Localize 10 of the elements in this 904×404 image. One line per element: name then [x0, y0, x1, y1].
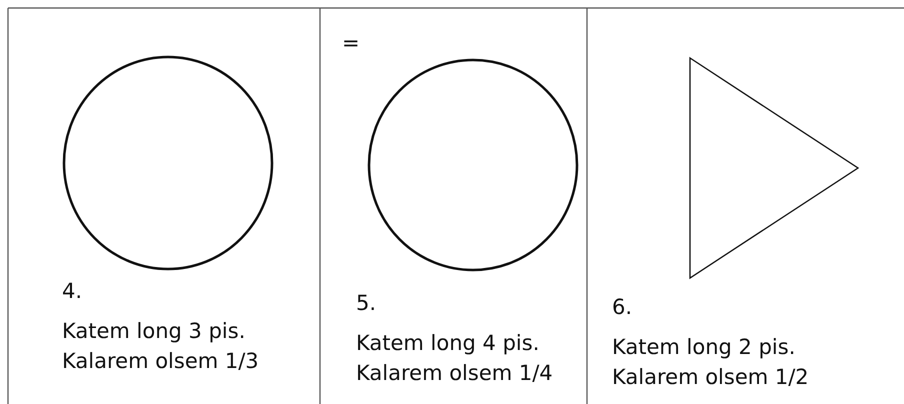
- item-number: 6.: [612, 294, 632, 320]
- item-number: 5.: [356, 290, 376, 316]
- item-number: 4.: [62, 278, 82, 304]
- caption-text: Katem long 4 pis.: [356, 330, 540, 356]
- caption-text: Kalarem olsem 1/4: [356, 360, 553, 386]
- caption-text: Kalarem olsem 1/3: [62, 348, 259, 374]
- caption-text: Kalarem olsem 1/2: [612, 364, 809, 390]
- equals-sign: =: [342, 30, 360, 56]
- caption-text: Katem long 2 pis.: [612, 334, 796, 360]
- caption-text: Katem long 3 pis.: [62, 318, 246, 344]
